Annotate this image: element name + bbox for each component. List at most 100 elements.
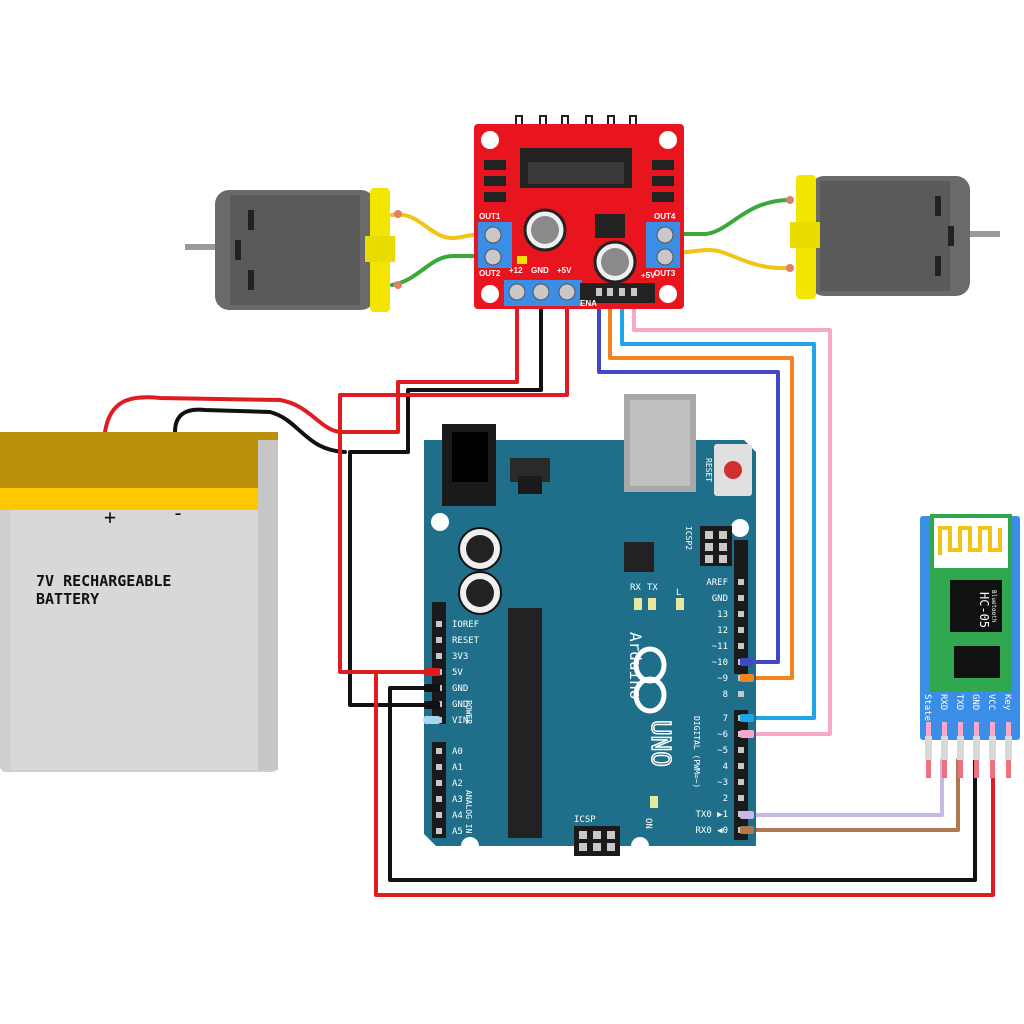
driver-5v-wire [338, 298, 569, 674]
analog-pin-label: A4 [452, 811, 463, 821]
digital-pin-hole [738, 595, 744, 601]
icsp2-header [700, 526, 732, 566]
battery: + - 7V RECHARGEABLE BATTERY [0, 432, 278, 772]
power-pin-label: GND [452, 700, 468, 710]
arduino-brand-label: Arduino [626, 632, 645, 699]
rx-wire-brown [738, 758, 960, 832]
digital-pin-hole [738, 611, 744, 617]
digital-pin-label: ~9 [717, 674, 728, 684]
digital-pin-label: ~6 [717, 730, 728, 740]
battery-negative-wire [173, 407, 347, 454]
digital-pin-label: GND [712, 594, 728, 604]
digital-pin-hole [738, 627, 744, 633]
bt-gnd-wire [388, 686, 977, 882]
digital-pin-label: RX0 ◀0 [695, 826, 728, 836]
digital-pin-hole [738, 795, 744, 801]
in2-wire-orange [608, 293, 794, 680]
driver-enb-label: +5V [641, 271, 656, 280]
in4-wire-pink [632, 293, 832, 736]
bt-pin-leg [989, 736, 996, 760]
bt-pin-label: Key [1002, 694, 1012, 711]
hc05-sub-label: Bluetooth [990, 590, 997, 623]
digital-pin-hole [738, 747, 744, 753]
motor-right-lead-green [658, 198, 792, 236]
battery-top-band [0, 432, 278, 490]
power-pin-label: 3V3 [452, 652, 468, 662]
motor-right [786, 175, 1000, 299]
power-pin-hole [436, 653, 442, 659]
bt-pin-label: VCC [986, 694, 996, 710]
bt-pin-tip [1006, 760, 1011, 778]
bt-pin-tip [958, 760, 963, 778]
power-pin-hole [436, 637, 442, 643]
digital-pin-label: 12 [717, 626, 728, 636]
bt-pin-label: RXD [938, 694, 948, 710]
on-label: ON [643, 818, 653, 829]
bt-pin [1006, 722, 1011, 736]
in3-wire-cyan [620, 293, 816, 720]
battery-minus-label: - [172, 501, 184, 525]
power-pin-label: RESET [452, 636, 480, 646]
tx-label: TX [647, 583, 658, 593]
analog-pin-hole [436, 780, 442, 786]
digital-pin-label: AREF [706, 578, 728, 588]
l-label: L [676, 588, 681, 598]
motor-left [185, 188, 402, 312]
arduino-uno: RESET ICSP2 TX RX L ON [424, 394, 756, 856]
digital-pin-label: 7 [723, 714, 728, 724]
wires [103, 198, 995, 897]
bt-pin-tip [942, 760, 947, 778]
battery-positive-wire [103, 395, 342, 434]
digital-pin-label: 2 [723, 794, 728, 804]
digital-pin-label: TX0 ▶1 [695, 810, 728, 820]
digital-pin-label: 13 [717, 610, 728, 620]
driver-out3-label: OUT3 [654, 269, 676, 278]
bt-pin-label: State [922, 694, 932, 721]
driver-12v-label: +12 [509, 266, 523, 275]
power-section-label: POWER [464, 700, 473, 724]
tx-wire-purple [738, 758, 944, 817]
driver-ena-label: ENA [580, 299, 597, 308]
digital-pin-hole [738, 643, 744, 649]
analog-pin-hole [436, 796, 442, 802]
battery-label-line1: 7V RECHARGEABLE [36, 572, 171, 590]
battery-label-line2: BATTERY [36, 590, 99, 608]
bt-pin [926, 722, 931, 736]
power-pin-label: 5V [452, 668, 463, 678]
analog-pin-hole [436, 748, 442, 754]
in1-wire-blue [597, 293, 780, 664]
bt-pin-leg [957, 736, 964, 760]
driver-out2-label: OUT2 [479, 269, 501, 278]
motor-right-lead-yellow [658, 247, 792, 271]
driver-out1-label: OUT1 [479, 212, 501, 221]
power-pin-label: VIN [452, 716, 468, 726]
bt-pin-leg [973, 736, 980, 760]
arduino-reset-label: RESET [704, 458, 713, 482]
analog-pin-label: A1 [452, 763, 463, 773]
analog-section-label: ANALOG IN [464, 790, 473, 834]
analog-pin-label: A2 [452, 779, 463, 789]
analog-pin-hole [436, 812, 442, 818]
driver-out4-label: OUT4 [654, 212, 676, 221]
driver-5v-label: +5V [557, 266, 572, 275]
bt-pin [990, 722, 995, 736]
bt-vcc-wire [374, 670, 995, 897]
analog-pin-label: A3 [452, 795, 463, 805]
power-pin-label: GND [452, 684, 468, 694]
digital-pin-hole [738, 779, 744, 785]
battery-yellow-band [0, 488, 278, 510]
digital-pin-label: 4 [723, 762, 728, 772]
driver-12v-wire [338, 298, 519, 434]
driver-gnd-wire [348, 298, 543, 707]
bt-pin [958, 722, 963, 736]
bt-pin-tip [974, 760, 979, 778]
bt-pin-leg [1005, 736, 1012, 760]
digital-pin-label: ~11 [712, 642, 728, 652]
antenna-trace [938, 526, 1002, 555]
bt-pin-label: GND [970, 694, 980, 710]
analog-pin-hole [436, 764, 442, 770]
bt-pin-tip [926, 760, 931, 778]
digital-section-label: DIGITAL (PWM=~) [692, 716, 701, 788]
